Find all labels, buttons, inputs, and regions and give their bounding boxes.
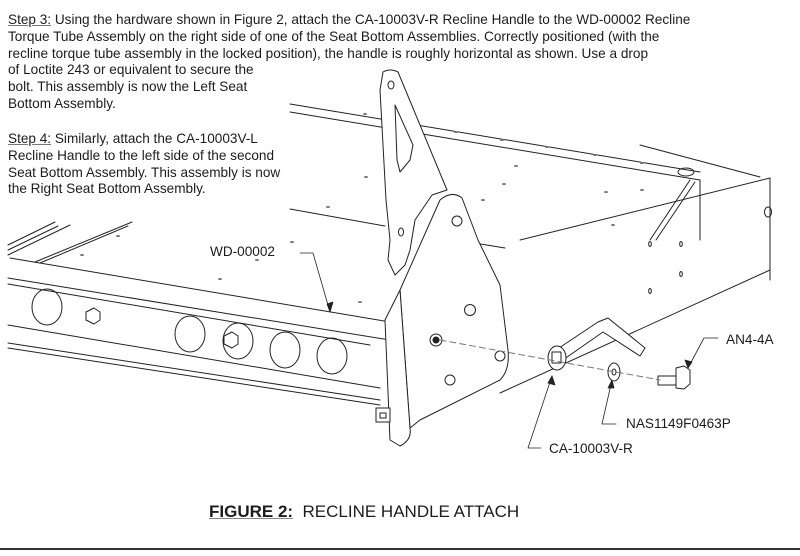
page-divider xyxy=(0,548,800,550)
step3-paragraph: Step 3: Using the hardware shown in Figu… xyxy=(8,12,798,62)
figure-caption: FIGURE 2: RECLINE HANDLE ATTACH xyxy=(209,502,519,522)
step3-line2: Torque Tube Assembly on the right side o… xyxy=(8,28,660,44)
recline-lever xyxy=(379,69,448,276)
recline-handle xyxy=(547,317,646,371)
side-bracket xyxy=(375,194,509,447)
step4-label: Step 4: xyxy=(8,131,52,146)
washer xyxy=(607,362,621,382)
callout-bolt: AN4-4A xyxy=(726,332,774,347)
assembly-axis xyxy=(439,339,661,381)
step3-continuation: of Loctite 243 or equivalent to secure t… xyxy=(8,62,254,111)
callout-washer: NAS1149F0463P xyxy=(626,416,731,431)
figure-number: FIGURE 2: xyxy=(209,502,294,521)
step3-label: Step 3: xyxy=(8,12,52,27)
step3-line3: recline torque tube assembly in the lock… xyxy=(8,45,649,61)
step3-line1: Using the hardware shown in Figure 2, at… xyxy=(51,12,691,27)
rivet-holes xyxy=(80,113,644,303)
figure-title: RECLINE HANDLE ATTACH xyxy=(302,502,520,521)
step4-paragraph: Step 4: Similarly, attach the CA-10003V-… xyxy=(8,131,283,198)
leader-lines xyxy=(299,252,719,449)
step4-text: Similarly, attach the CA-10003V-L Reclin… xyxy=(8,131,281,197)
callout-handle: CA-10003V-R xyxy=(549,441,633,456)
bolt xyxy=(657,365,691,390)
callout-torque-tube: WD-00002 xyxy=(210,244,275,259)
